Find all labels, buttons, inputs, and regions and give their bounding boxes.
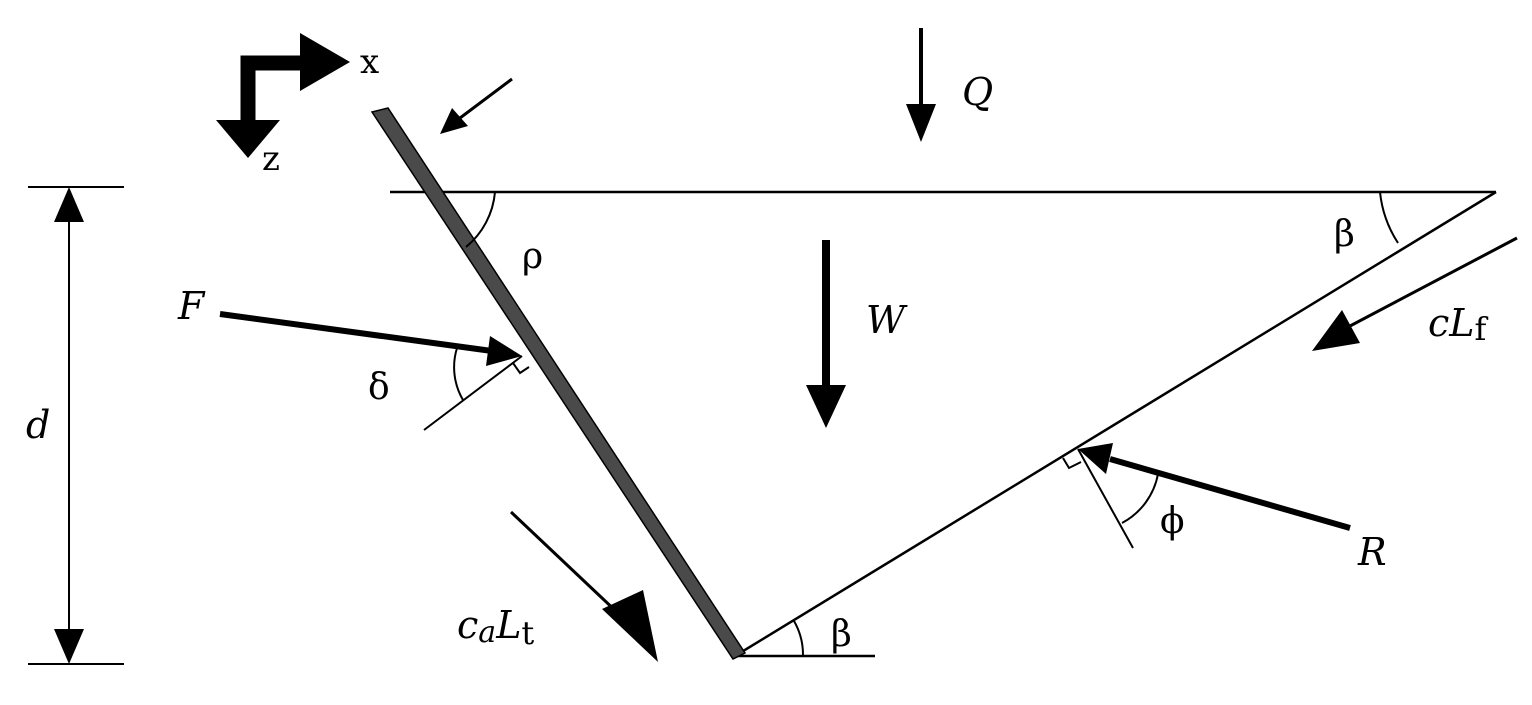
rho-label: ρ	[522, 236, 543, 277]
wall-blade	[370, 107, 747, 660]
plane-normal-line	[1077, 448, 1134, 549]
axes-icon	[216, 33, 350, 158]
beta-top-label: β	[1334, 214, 1355, 255]
delta-angle-arc	[453, 347, 464, 401]
r-label: R	[1357, 530, 1387, 574]
beta-bottom-angle-arc	[793, 620, 805, 657]
w-arrowhead	[806, 385, 846, 428]
delta-label: δ	[368, 367, 390, 408]
f-arrow-shaft	[219, 311, 493, 354]
r-arrowhead	[1078, 443, 1113, 474]
phi-angle-arc	[1121, 473, 1159, 524]
d-top-arrowhead	[54, 187, 84, 222]
r-arrow-shaft	[1109, 456, 1351, 531]
wall-right-angle-mark	[512, 362, 530, 375]
calt-label: caLt	[457, 603, 534, 652]
beta-bottom-label: β	[831, 614, 852, 655]
rho-angle-arc	[465, 191, 496, 248]
failure-plane-line	[734, 190, 1497, 658]
clf-arrowhead	[1312, 310, 1360, 351]
calt-arrowhead	[602, 590, 658, 662]
beta-top-angle-arc	[1379, 191, 1399, 244]
z-axis-arrowhead	[216, 120, 280, 158]
x-axis-label: x	[360, 42, 379, 82]
q-label: Q	[962, 70, 993, 114]
q-arrowhead	[906, 104, 936, 142]
f-arrowhead	[486, 336, 522, 366]
wall-pointer-arrow	[455, 77, 513, 123]
wall-normal-line	[423, 355, 523, 431]
w-label: W	[866, 298, 908, 342]
phi-label: ϕ	[1160, 501, 1185, 542]
f-label: F	[177, 284, 206, 328]
x-axis-arrowhead	[300, 33, 350, 91]
clf-label: cLf	[1428, 301, 1489, 348]
z-axis-label: z	[262, 139, 280, 179]
d-bottom-arrowhead	[54, 629, 84, 664]
plane-right-angle-mark	[1062, 457, 1082, 470]
wall-pointer-arrowhead	[440, 108, 468, 134]
calt-arrow-shaft	[509, 510, 622, 617]
d-label: d	[26, 403, 50, 447]
clf-arrow-shaft	[1349, 236, 1518, 328]
